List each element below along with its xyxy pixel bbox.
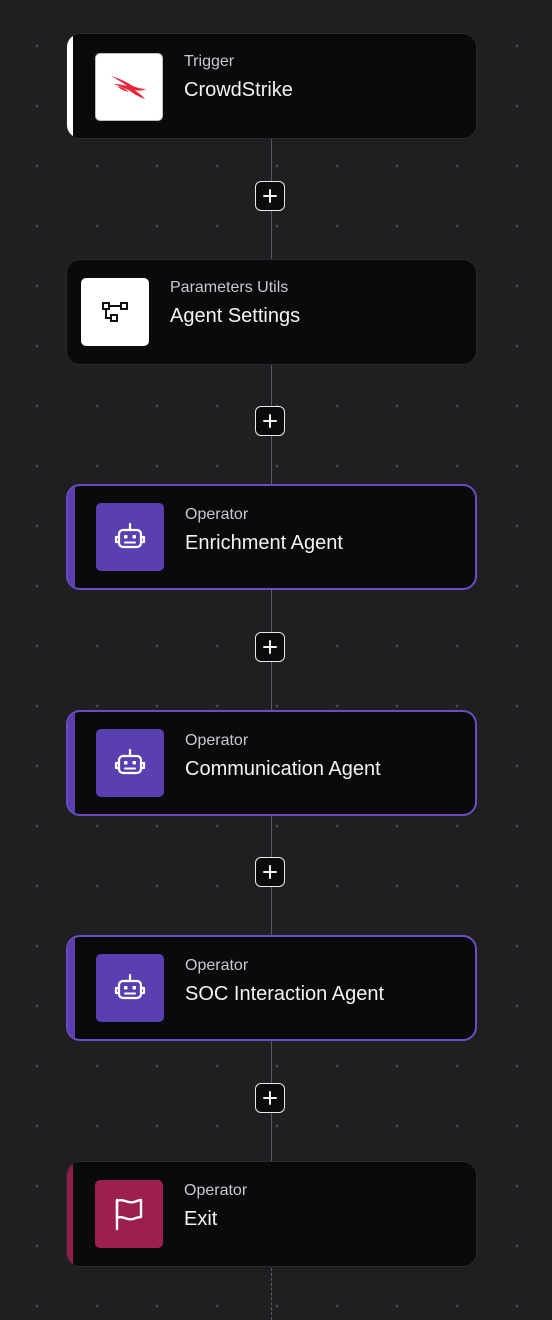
node-status-stripe xyxy=(68,937,75,1039)
flag-icon xyxy=(115,1198,143,1231)
connector-dashed-tail xyxy=(271,1268,272,1320)
node-title: CrowdStrike xyxy=(184,79,293,101)
parameters-icon-box xyxy=(81,278,149,346)
node-title: Exit xyxy=(184,1208,218,1230)
operator-icon-box xyxy=(96,954,164,1022)
operator-icon-box xyxy=(96,729,164,797)
node-title: Agent Settings xyxy=(170,305,301,327)
node-category: Parameters Utils xyxy=(170,279,289,296)
plus-icon xyxy=(263,1091,277,1105)
robot-icon xyxy=(114,973,146,1000)
node-status-stripe xyxy=(68,486,75,588)
plus-icon xyxy=(263,414,277,428)
operator-node-enrichment-agent[interactable]: Operator Enrichment Agent xyxy=(66,484,477,590)
robot-icon xyxy=(114,748,146,775)
node-category: Operator xyxy=(185,957,249,974)
node-title: Enrichment Agent xyxy=(185,532,343,554)
robot-icon xyxy=(114,522,146,549)
node-title: Communication Agent xyxy=(185,758,381,780)
plus-icon xyxy=(263,189,277,203)
plus-icon xyxy=(263,865,277,879)
plus-icon xyxy=(263,640,277,654)
parameters-nodes-icon xyxy=(102,302,128,322)
operator-icon-box xyxy=(96,503,164,571)
node-title: SOC Interaction Agent xyxy=(185,983,385,1005)
operator-node-exit[interactable]: Operator Exit xyxy=(66,1161,477,1267)
node-status-stripe xyxy=(68,712,75,814)
add-step-button[interactable] xyxy=(255,181,285,211)
operator-node-communication-agent[interactable]: Operator Communication Agent xyxy=(66,710,477,816)
node-category: Operator xyxy=(184,1182,248,1199)
add-step-button[interactable] xyxy=(255,632,285,662)
utility-node-agent-settings[interactable]: Parameters Utils Agent Settings xyxy=(66,259,477,365)
exit-icon-box xyxy=(95,1180,163,1248)
crowdstrike-logo xyxy=(95,53,163,121)
crowdstrike-falcon-icon xyxy=(111,76,146,99)
node-status-stripe xyxy=(67,34,73,138)
add-step-button[interactable] xyxy=(255,1083,285,1113)
node-category: Operator xyxy=(185,506,249,523)
add-step-button[interactable] xyxy=(255,406,285,436)
node-status-stripe xyxy=(67,1162,73,1266)
node-category: Operator xyxy=(185,732,249,749)
operator-node-soc-interaction-agent[interactable]: Operator SOC Interaction Agent xyxy=(66,935,477,1041)
trigger-node-crowdstrike[interactable]: Trigger CrowdStrike xyxy=(66,33,477,139)
add-step-button[interactable] xyxy=(255,857,285,887)
node-category: Trigger xyxy=(184,53,235,70)
